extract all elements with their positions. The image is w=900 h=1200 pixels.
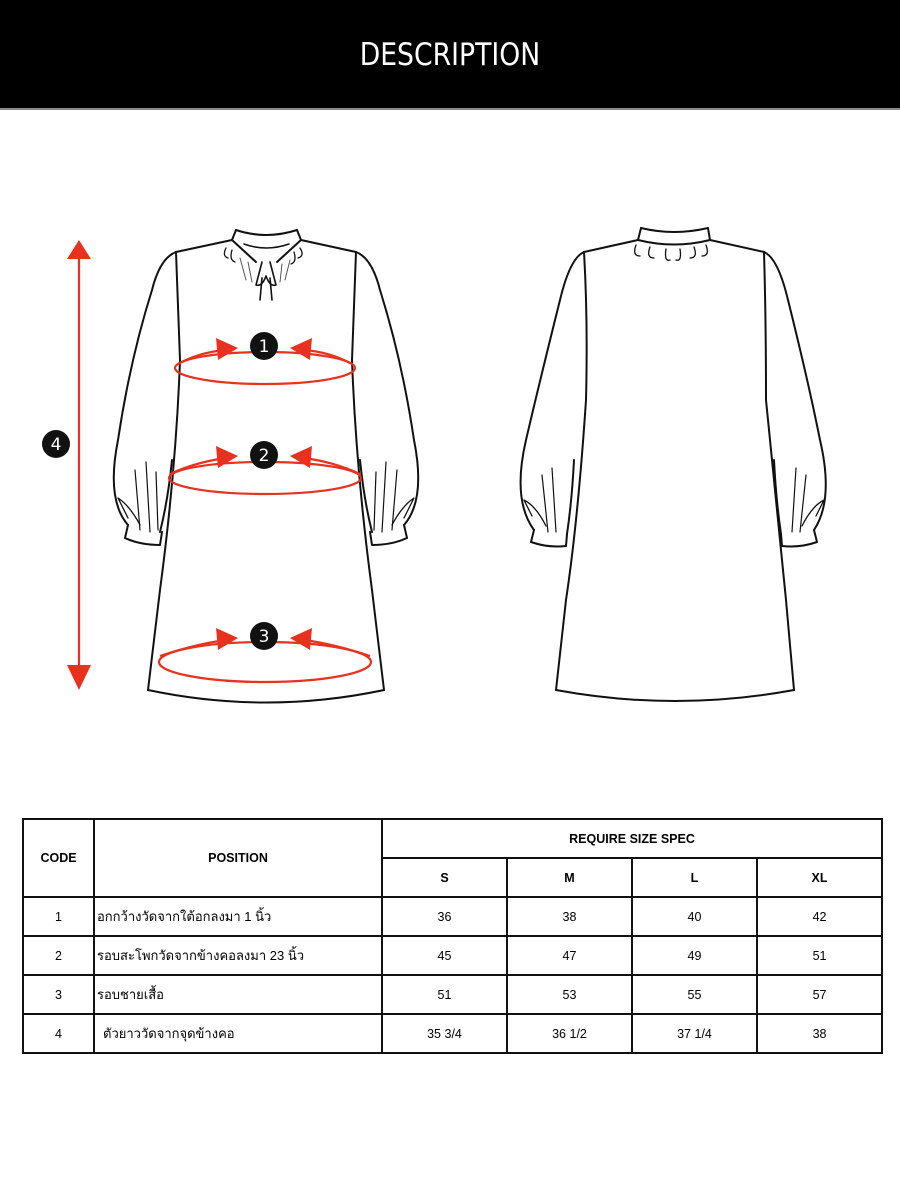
row-position: รอบสะโพกวัดจากข้างคอลงมา 23 นิ้ว (93, 935, 383, 976)
row-value-m: 38 (506, 896, 633, 937)
svg-text:1: 1 (259, 337, 270, 357)
row-value-l: 55 (631, 974, 758, 1015)
column-header-size-spec: REQUIRE SIZE SPEC (380, 818, 884, 859)
marker-1: 1 (250, 332, 278, 360)
page-title: DESCRIPTION (359, 37, 541, 73)
row-position: รอบชายเสื้อ (93, 974, 383, 1015)
row-value-s: 36 (381, 896, 508, 937)
table-row: 4 ตัวยาววัดจากจุดข้างคอ 35 3/4 36 1/2 37… (22, 1013, 884, 1054)
marker-3: 3 (250, 622, 278, 650)
svg-text:2: 2 (259, 446, 270, 466)
marker-4: 4 (42, 430, 70, 458)
row-value-xl: 57 (755, 974, 884, 1015)
row-code: 4 (22, 1013, 95, 1054)
row-value-s: 35 3/4 (381, 1013, 508, 1054)
dress-back-drawing (519, 227, 827, 702)
column-header-size-s: S (381, 857, 508, 898)
column-header-size-xl: XL (755, 857, 884, 898)
dress-front-drawing (112, 229, 420, 704)
row-value-xl: 51 (755, 935, 884, 976)
row-code: 1 (22, 896, 95, 937)
column-header-position: POSITION (93, 818, 383, 898)
table-size-header-row: S M L XL (23, 857, 884, 898)
row-code: 2 (22, 935, 95, 976)
row-value-xl: 38 (755, 1013, 884, 1054)
row-value-l: 49 (631, 935, 758, 976)
column-header-size-m: M (506, 857, 633, 898)
table-header-row: CODE POSITION REQUIRE SIZE SPEC (22, 818, 884, 898)
row-value-s: 45 (381, 935, 508, 976)
column-header-code: CODE (22, 818, 95, 898)
row-value-s: 51 (381, 974, 508, 1015)
row-value-l: 40 (631, 896, 758, 937)
row-value-m: 47 (506, 935, 633, 976)
row-position: อกกว้างวัดจากใต้อกลงมา 1 นิ้ว (93, 896, 383, 937)
measurement-guides (77, 255, 373, 684)
svg-text:3: 3 (259, 627, 270, 647)
table-row: 2 รอบสะโพกวัดจากข้างคอลงมา 23 นิ้ว 45 47… (22, 935, 884, 976)
column-header-size-l: L (631, 857, 758, 898)
row-value-m: 53 (506, 974, 633, 1015)
row-value-xl: 42 (755, 896, 884, 937)
size-spec-table: CODE POSITION REQUIRE SIZE SPEC S M L XL… (22, 818, 884, 1054)
row-position: ตัวยาววัดจากจุดข้างคอ (93, 1013, 383, 1054)
row-code: 3 (22, 974, 95, 1015)
dress-illustration: 1 2 3 4 (0, 110, 900, 810)
row-value-l: 37 1/4 (631, 1013, 758, 1054)
arrow-heads (67, 240, 312, 690)
table-row: 1 อกกว้างวัดจากใต้อกลงมา 1 นิ้ว 36 38 40… (22, 896, 884, 937)
svg-text:4: 4 (51, 435, 62, 455)
row-value-m: 36 1/2 (506, 1013, 633, 1054)
marker-2: 2 (250, 441, 278, 469)
table-row: 3 รอบชายเสื้อ 51 53 55 57 (22, 974, 884, 1015)
header-bar: DESCRIPTION (0, 0, 900, 110)
